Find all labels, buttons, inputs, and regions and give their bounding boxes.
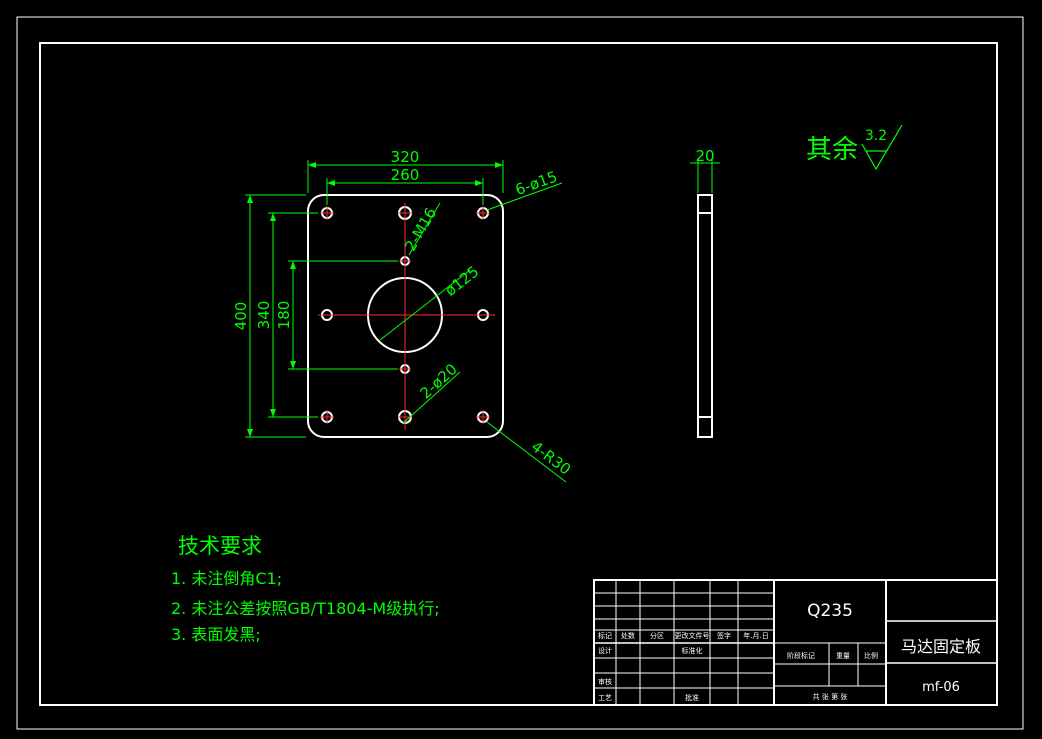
tb-label-count: 处数 [621,631,635,640]
side-view: 20 [690,147,720,438]
dim-hole-span-x: 260 [391,166,420,184]
plate-outline [307,194,504,438]
tech-req-heading: 技术要求 [178,534,262,558]
tb-label-sign: 签字 [717,631,731,640]
tech-req-item-3: 3. 表面发黑; [171,625,261,644]
dim-thickness: 20 [695,147,714,165]
dim-center-bore: ø125 [441,262,482,299]
center-lines [318,203,495,430]
tech-req-item-2: 2. 未注公差按照GB/T1804-M级执行; [171,599,440,618]
dim-hole-span-y: 340 [255,301,273,330]
outer-frame [16,16,1024,730]
dim-inner-span-y: 180 [275,301,293,330]
surface-finish-ra: 3.2 [865,128,887,144]
dim-outer-width: 320 [391,148,420,166]
tb-sheets: 共 张 第 张 [813,692,848,701]
tb-process: 工艺 [598,694,612,702]
tb-title: 马达固定板 [901,637,981,656]
tb-scale: 比例 [864,651,878,660]
tb-approve: 批准 [685,693,699,702]
tb-label-mark: 标记 [598,631,612,640]
tb-label-change-doc: 更改文件号 [675,631,710,640]
dim-outer-height: 400 [232,302,250,331]
tb-material: Q235 [807,601,853,621]
dim-corner-holes: 6-ø15 [513,167,560,199]
tb-design: 设计 [598,646,612,655]
technical-requirements: 技术要求 1. 未注倒角C1; 2. 未注公差按照GB/T1804-M级执行; … [171,534,440,644]
tb-drawing-no: mf-06 [922,680,960,695]
tb-weight: 重量 [836,652,850,660]
tb-label-date: 年.月.日 [743,631,768,640]
inner-frame [39,42,998,706]
tb-standardization: 标准化 [682,646,703,655]
tb-label-zone: 分区 [650,631,664,640]
tech-req-item-1: 1. 未注倒角C1; [171,569,282,588]
dimension-lines [245,160,567,483]
front-view: 320 260 400 340 180 6-ø15 2-M16 ø125 2-ø… [232,148,574,483]
tb-stage-mark: 阶段标记 [787,651,815,660]
surface-finish-prefix: 其余 [806,135,858,165]
arrow-heads [247,162,503,437]
title-block [593,579,998,706]
dim-threaded-holes: 2-M16 [401,205,440,255]
side-outline [697,194,713,438]
dim-pin-holes: 2-ø20 [417,360,461,402]
title-block-text: 标记 处数 分区 更改文件号 签字 年.月.日 设计 标准化 审核 工艺 批准 … [598,601,981,702]
surface-finish-symbol: 其余 3.2 [806,124,903,171]
tb-review: 审核 [598,677,612,686]
